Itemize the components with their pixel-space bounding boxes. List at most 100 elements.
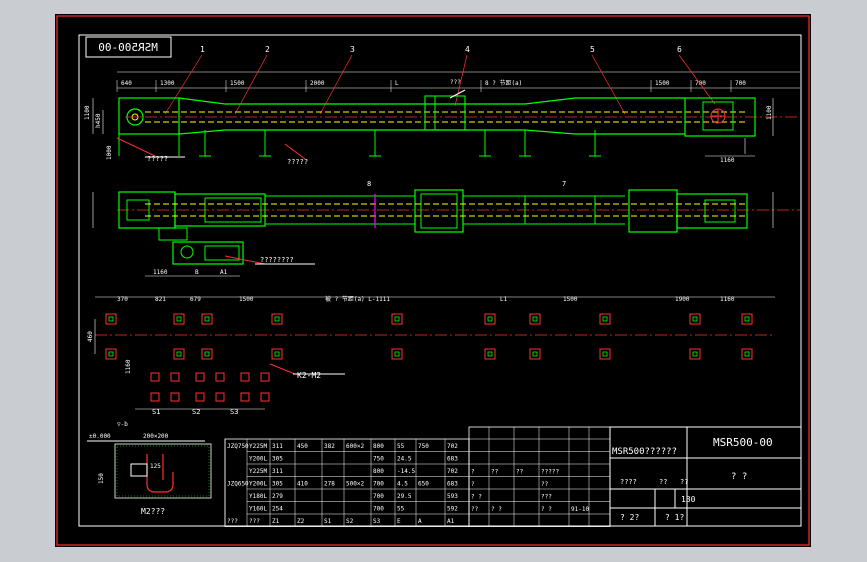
table-cell: 600×2 bbox=[346, 443, 364, 450]
table-cell: Y225M bbox=[249, 443, 267, 450]
table-cell: 311 bbox=[272, 443, 283, 450]
anchor-bolt bbox=[599, 348, 611, 360]
part-number: 2 bbox=[265, 45, 270, 54]
dim-text: ±0.000 bbox=[89, 433, 111, 440]
anchor-center bbox=[602, 351, 608, 357]
anchor-bolt bbox=[689, 313, 701, 325]
table-cell: 311 bbox=[272, 468, 283, 475]
anchor-bolt bbox=[201, 348, 213, 360]
table-cell: JZQ650 bbox=[227, 481, 249, 488]
anchor-bolt bbox=[599, 313, 611, 325]
part-number: 4 bbox=[465, 45, 470, 54]
table-header-cell: A1 bbox=[447, 518, 455, 525]
dim-text: L bbox=[395, 80, 399, 87]
title-sub: ? ? bbox=[731, 472, 747, 482]
anchor-bolt bbox=[689, 348, 701, 360]
drawing-number: MSR500-00 bbox=[713, 436, 773, 449]
anchor-bolt bbox=[215, 392, 225, 402]
table-cell: 702 bbox=[447, 468, 458, 475]
sheet-count: ? 2? bbox=[620, 513, 639, 522]
dim-text: 1100 bbox=[84, 105, 91, 120]
table-cell: JZQ750 bbox=[227, 443, 249, 450]
anchor-bolt bbox=[271, 313, 283, 325]
anchor-bolt bbox=[240, 372, 250, 382]
part-number: 1 bbox=[200, 45, 205, 54]
dim-text: S1 bbox=[152, 408, 160, 416]
dim-text: 150 bbox=[98, 473, 105, 484]
anchor-center bbox=[176, 316, 182, 322]
anchor-center bbox=[394, 351, 400, 357]
anchor-bolt bbox=[741, 348, 753, 360]
dim-text: 1000 bbox=[106, 145, 113, 160]
anchor-center bbox=[394, 316, 400, 322]
dim-text: 1500 bbox=[655, 80, 670, 87]
grid-text: ?? bbox=[491, 469, 499, 476]
anchor-center bbox=[692, 316, 698, 322]
anchor-bolt bbox=[173, 348, 185, 360]
section-detail: ±0.000 200×200 ▽-b 125 150 M2??? bbox=[87, 421, 212, 516]
dim-text: S3 bbox=[230, 408, 238, 416]
table-cell: 702 bbox=[447, 443, 458, 450]
anchor-bolt bbox=[105, 313, 117, 325]
drawing-name: MSR500?????? bbox=[612, 447, 677, 457]
mirror-number-box bbox=[85, 36, 172, 58]
anchor-bolt bbox=[271, 348, 283, 360]
leader-line bbox=[591, 54, 626, 115]
table-cell: 800 bbox=[373, 468, 384, 475]
table-cell: 278 bbox=[324, 481, 335, 488]
table-header-cell: S2 bbox=[346, 518, 354, 525]
grid-text: ????? bbox=[541, 469, 559, 476]
anchor-center bbox=[487, 316, 493, 322]
leader-line bbox=[319, 54, 353, 115]
dim-text: 1300 bbox=[160, 80, 175, 87]
callout-text: K2-M2 bbox=[297, 371, 321, 380]
grid-text: ?? bbox=[471, 506, 479, 513]
dim-text: S2 bbox=[192, 408, 200, 416]
anchor-bolt bbox=[260, 372, 270, 382]
table-cell: 750 bbox=[418, 443, 429, 450]
anchor-center bbox=[204, 316, 210, 322]
dim-text: 700 bbox=[735, 80, 746, 87]
table-cell: Y160L bbox=[249, 506, 267, 513]
table-cell: Y225M bbox=[249, 468, 267, 475]
title-block: MSR500-00 MSR500?????? ? ? ???? ?? ?? 13… bbox=[609, 426, 802, 527]
table-cell: 29.5 bbox=[397, 493, 412, 500]
callout-text: ????? bbox=[147, 155, 168, 163]
anchor-bolt bbox=[150, 372, 160, 382]
table-cell: 700 bbox=[373, 493, 384, 500]
table-header-cell: E bbox=[397, 518, 401, 525]
anchor-bolt bbox=[105, 348, 117, 360]
callout-text: ??? bbox=[450, 79, 461, 86]
dim-text: 640 bbox=[121, 80, 132, 87]
table-header-cell: A bbox=[418, 518, 422, 525]
table-cell: 700 bbox=[373, 506, 384, 513]
table-cell: Y200L bbox=[249, 481, 267, 488]
dim-text: B bbox=[195, 269, 199, 276]
anchor-bolt bbox=[741, 313, 753, 325]
anchor-bolt bbox=[195, 392, 205, 402]
title-label: ?? bbox=[659, 478, 667, 486]
table-cell: Y180L bbox=[249, 493, 267, 500]
outer-frame bbox=[56, 15, 810, 546]
table-cell: 500×2 bbox=[346, 481, 364, 488]
dim-text: ▽-b bbox=[117, 421, 128, 428]
table-header-cell: S3 bbox=[373, 518, 381, 525]
dim-text: 被 ? 节距(a) L-1111 bbox=[325, 295, 390, 303]
dim-text: 1500 bbox=[239, 296, 254, 303]
mirror-drawing-number: MSR500-00 bbox=[98, 41, 158, 54]
table-cell: 750 bbox=[373, 456, 384, 463]
title-label: ???? bbox=[620, 478, 637, 486]
dim-text: 370 bbox=[117, 296, 128, 303]
grid-text: ?? bbox=[541, 481, 549, 488]
anchor-bolt bbox=[391, 313, 403, 325]
part-number: 5 bbox=[590, 45, 595, 54]
dim-text: 125 bbox=[150, 463, 161, 470]
anchor-bolt bbox=[150, 392, 160, 402]
table-cell: 55 bbox=[397, 506, 405, 513]
plan-view: ???????? 1160 B A1 8 7 bbox=[92, 180, 800, 277]
grid-text: ??? bbox=[541, 494, 552, 501]
